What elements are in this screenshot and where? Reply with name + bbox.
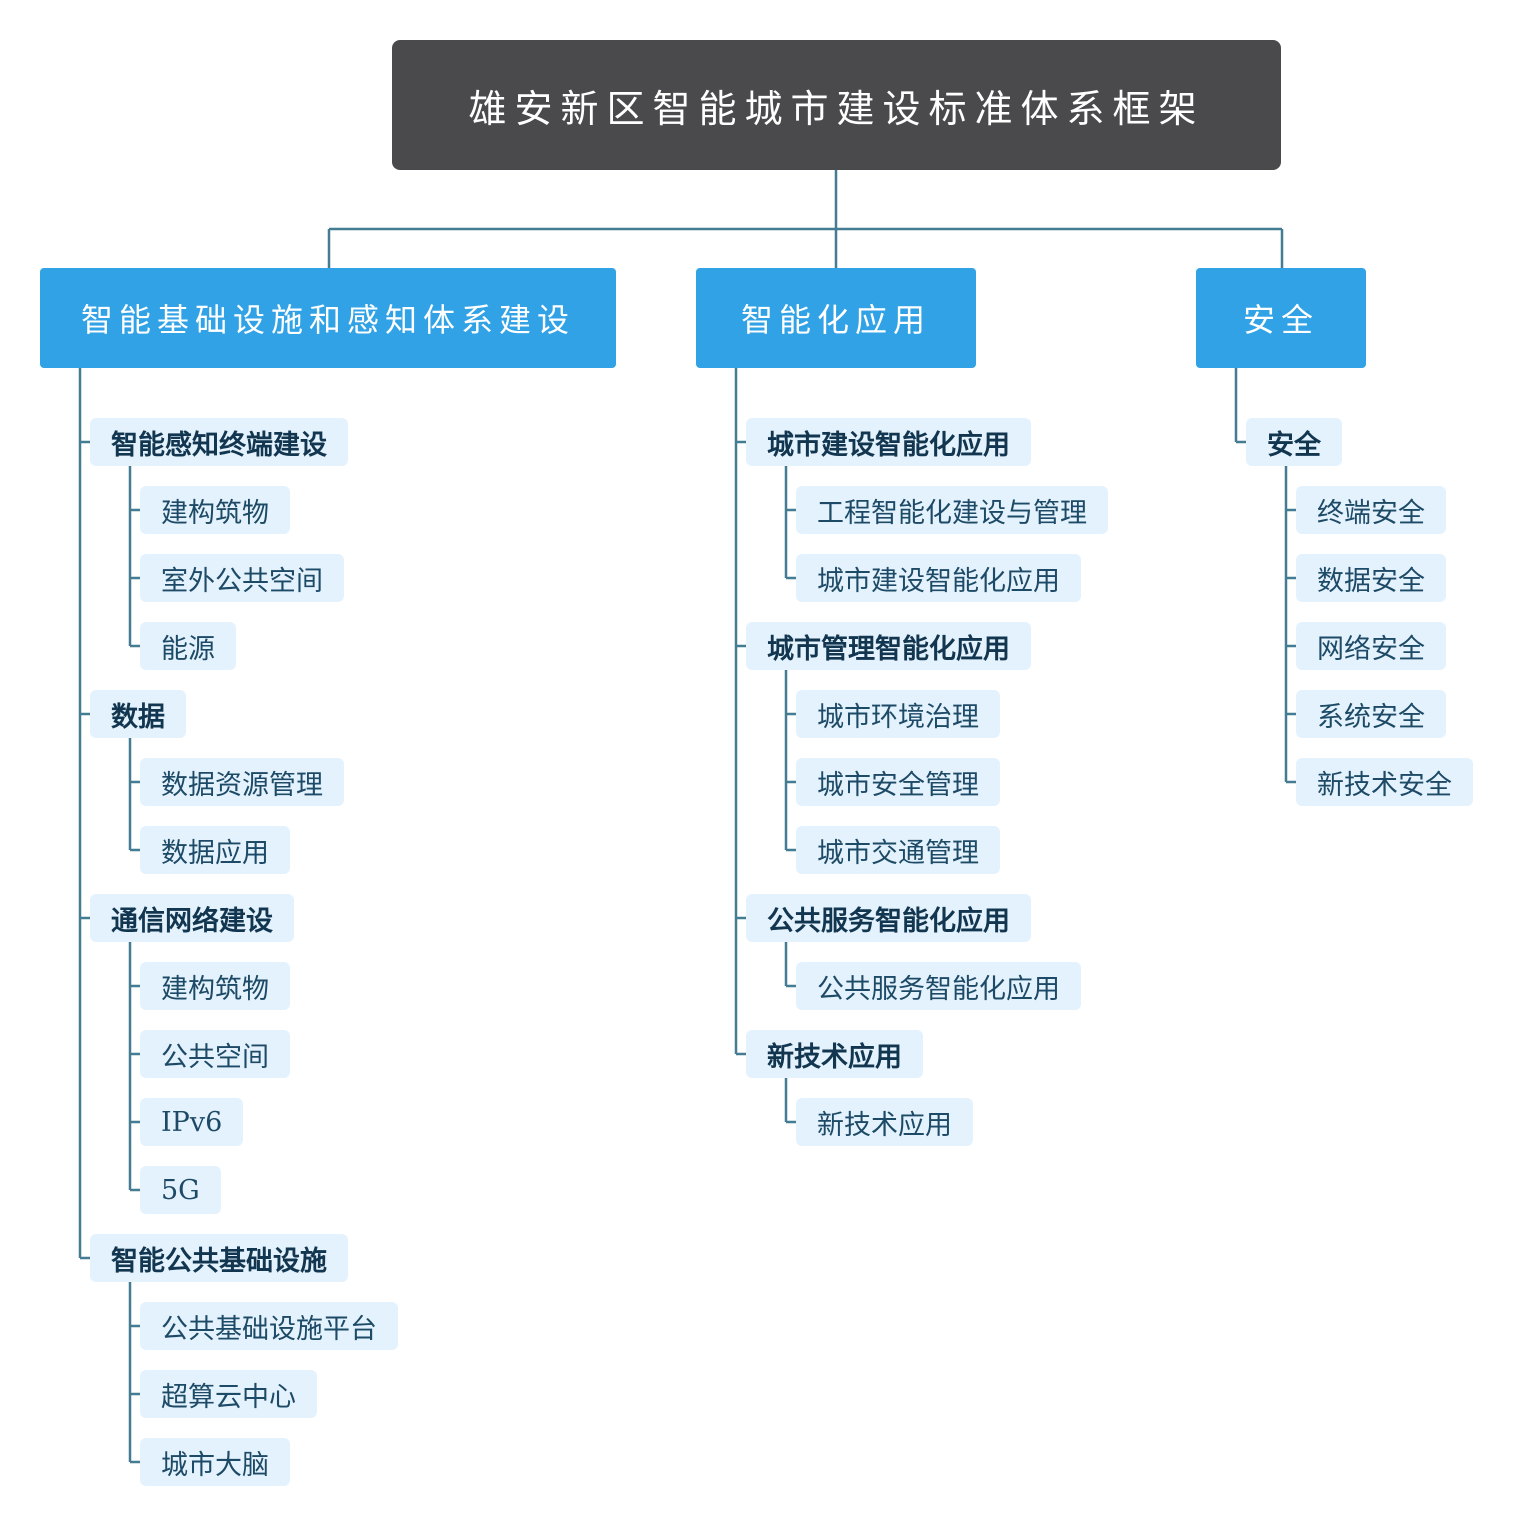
group-node: 智能感知终端建设	[90, 418, 348, 466]
group-node: 数据	[90, 690, 186, 738]
leaf-node: 5G	[140, 1166, 221, 1214]
leaf-node: 超算云中心	[140, 1370, 317, 1418]
leaf-node: 能源	[140, 622, 236, 670]
leaf-node: 城市环境治理	[796, 690, 1000, 738]
group-node: 安全	[1246, 418, 1342, 466]
group-node: 公共服务智能化应用	[746, 894, 1031, 942]
leaf-node: 数据应用	[140, 826, 290, 874]
leaf-node: 公共基础设施平台	[140, 1302, 398, 1350]
leaf-node: 建构筑物	[140, 486, 290, 534]
category-infrastructure: 智能基础设施和感知体系建设	[40, 268, 616, 368]
group-node: 智能公共基础设施	[90, 1234, 348, 1282]
leaf-node: 城市大脑	[140, 1438, 290, 1486]
group-node: 城市建设智能化应用	[746, 418, 1031, 466]
leaf-node: 城市交通管理	[796, 826, 1000, 874]
leaf-node: 公共服务智能化应用	[796, 962, 1081, 1010]
category-security: 安全	[1196, 268, 1366, 368]
leaf-node: 数据资源管理	[140, 758, 344, 806]
group-node: 新技术应用	[746, 1030, 923, 1078]
diagram-title: 雄安新区智能城市建设标准体系框架	[392, 40, 1281, 170]
leaf-node: 建构筑物	[140, 962, 290, 1010]
group-node: 通信网络建设	[90, 894, 294, 942]
leaf-node: 系统安全	[1296, 690, 1446, 738]
leaf-node: 城市安全管理	[796, 758, 1000, 806]
leaf-node: IPv6	[140, 1098, 244, 1146]
leaf-node: 数据安全	[1296, 554, 1446, 602]
leaf-node: 网络安全	[1296, 622, 1446, 670]
category-applications: 智能化应用	[696, 268, 976, 368]
leaf-node: 新技术应用	[796, 1098, 973, 1146]
leaf-node: 公共空间	[140, 1030, 290, 1078]
leaf-node: 新技术安全	[1296, 758, 1473, 806]
leaf-node: 终端安全	[1296, 486, 1446, 534]
leaf-node: 城市建设智能化应用	[796, 554, 1081, 602]
group-node: 城市管理智能化应用	[746, 622, 1031, 670]
leaf-node: 室外公共空间	[140, 554, 344, 602]
leaf-node: 工程智能化建设与管理	[796, 486, 1108, 534]
